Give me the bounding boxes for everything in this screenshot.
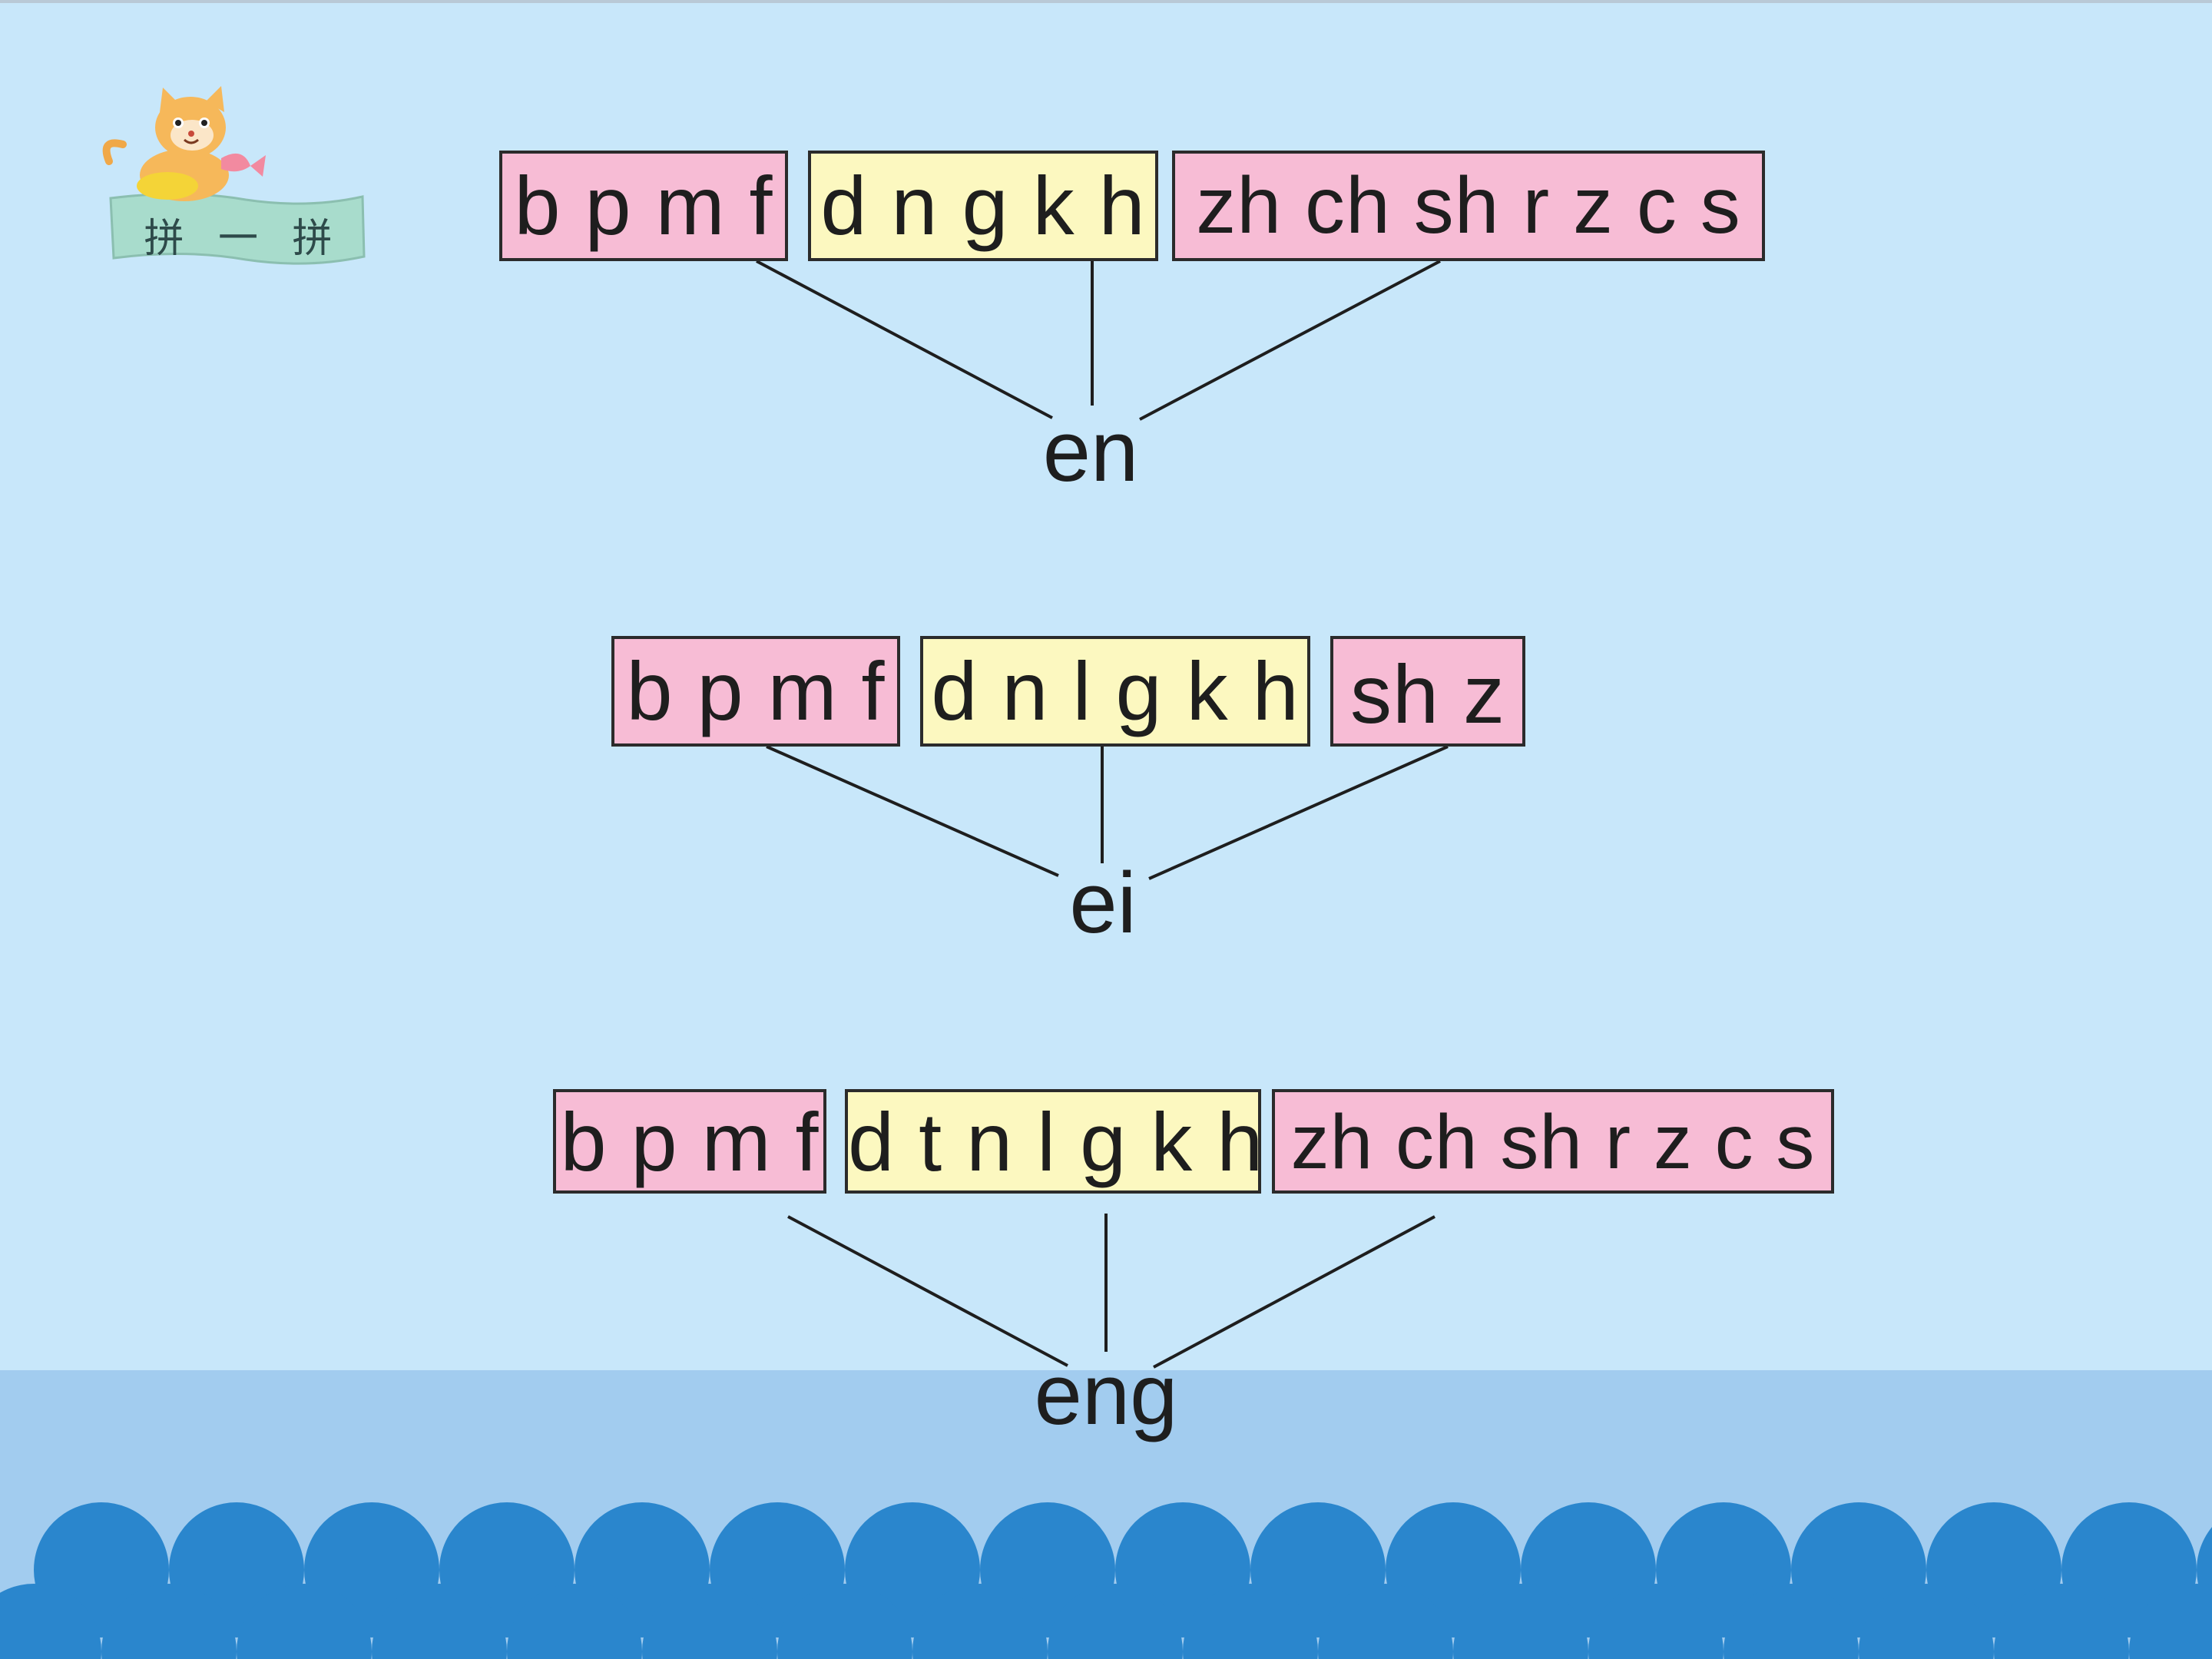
connector-line xyxy=(787,1215,1068,1367)
wave-scallop xyxy=(1183,1584,1318,1659)
connector-line xyxy=(1153,1215,1435,1369)
final-label: ei xyxy=(1069,855,1137,951)
connector-line xyxy=(766,745,1059,877)
initials-box: zh ch sh r z c s xyxy=(1172,151,1765,261)
wave-scallop xyxy=(237,1584,372,1659)
initials-box: b p m f xyxy=(499,151,788,261)
wave-scallop xyxy=(912,1584,1048,1659)
initials-box: b p m f xyxy=(611,636,900,747)
wave-scallop xyxy=(1588,1584,1724,1659)
connector-line xyxy=(756,260,1053,419)
final-label: en xyxy=(1042,403,1139,499)
initials-box: d n g k h xyxy=(808,151,1158,261)
cat-mascot-icon xyxy=(102,86,366,265)
wave-scallop xyxy=(101,1584,237,1659)
wave-scallop xyxy=(1453,1584,1588,1659)
wave-scallop xyxy=(1048,1584,1183,1659)
wave-scallop xyxy=(1724,1584,1859,1659)
wave-scallop xyxy=(1994,1584,2129,1659)
wave-scallop xyxy=(507,1584,642,1659)
initials-box: zh ch sh r z c s xyxy=(1272,1089,1834,1194)
wave-scallop xyxy=(642,1584,777,1659)
connector-line xyxy=(1139,260,1441,421)
wave-scallop xyxy=(2129,1584,2212,1659)
initials-box: sh z xyxy=(1330,636,1525,747)
final-label: eng xyxy=(1034,1346,1178,1442)
wave-scallop xyxy=(1318,1584,1453,1659)
wave-scallop xyxy=(0,1584,101,1659)
initials-box: d n l g k h xyxy=(920,636,1310,747)
initials-box: d t n l g k h xyxy=(845,1089,1261,1194)
wave-scallop xyxy=(372,1584,507,1659)
pin-yi-pin-badge: 拼 一 拼 xyxy=(144,216,343,262)
wave-scallop xyxy=(777,1584,912,1659)
connector-line xyxy=(1148,745,1449,880)
initials-box: b p m f xyxy=(553,1089,826,1194)
top-border xyxy=(0,0,2212,3)
wave-scallop xyxy=(1859,1584,1994,1659)
